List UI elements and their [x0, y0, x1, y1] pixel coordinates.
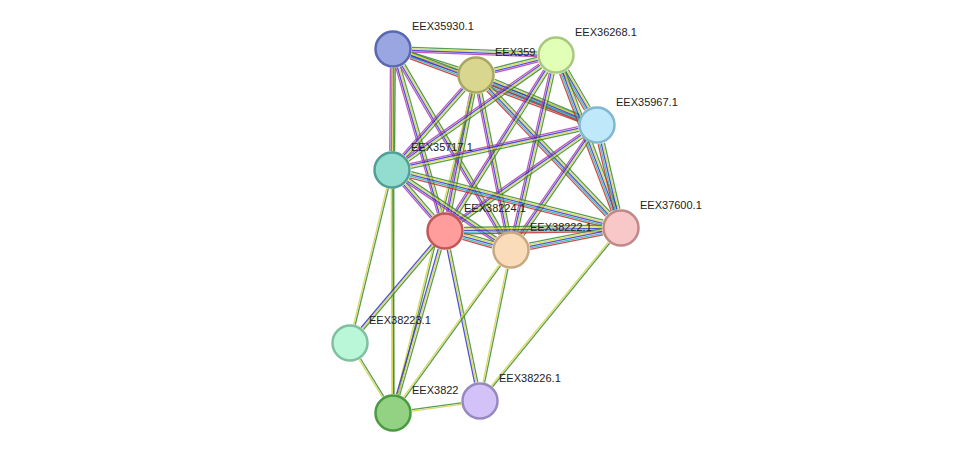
- protein-node: EEX38226.1: [461, 382, 499, 420]
- protein-node: EEX36268.1: [537, 36, 575, 74]
- node-disc: [539, 38, 574, 73]
- protein-node: EEX38222.1: [492, 231, 530, 269]
- evidence-line: [598, 144, 613, 210]
- node-disc: [494, 233, 529, 268]
- node-label: EEX359: [495, 46, 535, 59]
- evidence-line: [361, 244, 431, 327]
- node-label: EEX35717.1: [411, 141, 473, 154]
- node-label: EEX35930.1: [412, 20, 474, 33]
- node-circle: [578, 106, 616, 144]
- node-label: EEX38222.1: [530, 221, 592, 234]
- evidence-line: [412, 403, 461, 410]
- evidence-line: [411, 131, 579, 168]
- evidence-line: [530, 232, 603, 247]
- node-label: EEX35967.1: [616, 96, 678, 109]
- protein-node: EEX3822: [374, 394, 412, 432]
- evidence-line: [392, 68, 393, 394]
- evidence-line: [485, 269, 508, 383]
- evidence-line: [530, 233, 603, 248]
- evidence-line: [460, 135, 581, 219]
- evidence-line: [601, 144, 616, 210]
- interaction-edge: [392, 68, 394, 394]
- node-disc: [463, 384, 498, 419]
- interaction-edge: [359, 359, 383, 397]
- evidence-line: [600, 144, 615, 210]
- evidence-line: [361, 359, 384, 397]
- evidence-line: [403, 265, 499, 397]
- node-disc: [459, 58, 494, 93]
- node-disc: [604, 211, 639, 246]
- evidence-line: [410, 128, 578, 165]
- evidence-line: [411, 130, 579, 167]
- evidence-line: [412, 404, 461, 411]
- node-circle: [537, 36, 575, 74]
- interaction-edge: [412, 403, 462, 411]
- node-circle: [492, 231, 530, 269]
- node-label: EEX3822: [412, 384, 458, 397]
- node-disc: [375, 153, 410, 188]
- node-circle: [457, 56, 495, 94]
- node-circle: [426, 212, 464, 250]
- interaction-edge: [598, 143, 620, 210]
- evidence-line: [463, 238, 492, 246]
- node-disc: [428, 214, 463, 249]
- evidence-line: [393, 68, 394, 394]
- evidence-line: [483, 268, 506, 382]
- interaction-edge: [361, 244, 434, 329]
- protein-node: EEX35967.1: [578, 106, 616, 144]
- node-circle: [374, 394, 412, 432]
- evidence-line: [459, 134, 580, 218]
- protein-node: EEX359: [457, 56, 495, 94]
- node-circle: [461, 382, 499, 420]
- node-circle: [602, 209, 640, 247]
- node-label: EEX37600.1: [640, 199, 702, 212]
- evidence-line: [364, 247, 434, 330]
- node-label: EEX36268.1: [575, 26, 637, 39]
- node-label: EEX38226.1: [499, 372, 561, 385]
- protein-node: EEX38223.1: [331, 324, 369, 362]
- interaction-edge: [459, 134, 583, 222]
- interaction-edge: [483, 268, 508, 382]
- evidence-line: [530, 235, 603, 250]
- node-circle: [374, 30, 412, 68]
- node-disc: [376, 396, 411, 431]
- evidence-line: [359, 360, 382, 398]
- interaction-edge: [410, 127, 579, 169]
- evidence-line: [563, 73, 615, 210]
- evidence-line: [447, 250, 474, 383]
- node-label: EEX38223.1: [369, 314, 431, 327]
- interaction-edge: [462, 233, 493, 248]
- interaction-edge: [494, 57, 538, 72]
- node-circle: [331, 324, 369, 362]
- evidence-line: [462, 239, 491, 247]
- protein-node: EEX35930.1: [374, 30, 412, 68]
- node-disc: [333, 326, 368, 361]
- protein-node: EEX38224.1: [426, 212, 464, 250]
- evidence-line: [362, 245, 432, 328]
- protein-node: EEX37600.1: [602, 209, 640, 247]
- node-label: EEX38224.1: [464, 202, 526, 215]
- node-circle: [373, 151, 411, 189]
- evidence-line: [462, 138, 583, 222]
- node-disc: [376, 32, 411, 67]
- node-disc: [580, 108, 615, 143]
- protein-node: EEX35717.1: [373, 151, 411, 189]
- evidence-line: [389, 68, 391, 151]
